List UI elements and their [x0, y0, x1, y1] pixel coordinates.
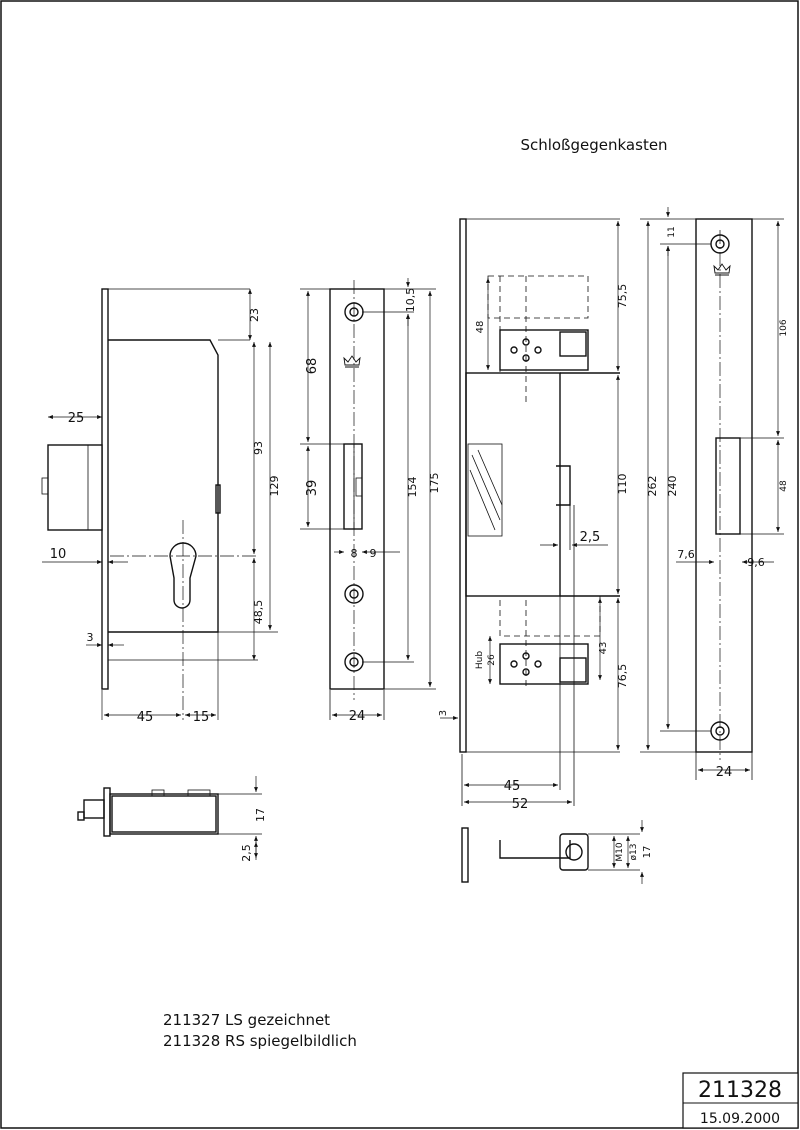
dim-15: 15: [193, 710, 210, 725]
strike-plate-view: 11 262 240 106 48 7,6 9,6 24: [640, 207, 789, 780]
strike-latch-opening: [715, 437, 741, 535]
dim-d13: ø13: [629, 844, 639, 861]
dim-8: 8: [351, 547, 358, 560]
dim-m10: M10: [615, 842, 625, 861]
dim-24-b: 24: [716, 765, 733, 780]
dim-240: 240: [666, 476, 679, 497]
dim-110: 110: [616, 474, 629, 495]
dim-262: 262: [646, 476, 659, 497]
strike-faceplate-side: [459, 218, 467, 753]
dim-3: 3: [87, 631, 94, 644]
dim-10: 10: [50, 547, 67, 562]
dim-68: 68: [305, 358, 320, 375]
faceplate-front-view: 68 39 10,5 154 175 8 9 24: [300, 278, 441, 724]
drawing-title: Schloßgegenkasten: [520, 136, 667, 154]
dim-3-b: 3: [438, 710, 449, 716]
crown-logo: [343, 355, 361, 368]
dim-23: 23: [248, 308, 261, 322]
strike-box-view: 75,5 48 110 2,5 43 Hub 26 76,5 3 45 52: [438, 218, 629, 812]
lock-case: [108, 339, 219, 633]
dim-48-b: 48: [779, 480, 789, 492]
strike-plate-outline: [695, 218, 753, 753]
bolt-opening: [343, 443, 363, 530]
note-line-1: 211327 LS gezeichnet: [163, 1011, 330, 1029]
lock-side-view: 25 10 3 45 15 23 93 129 48,5: [41, 288, 281, 725]
dim-25: 25: [68, 411, 85, 426]
lock-faceplate: [101, 288, 109, 690]
dim-106: 106: [779, 319, 789, 336]
dim-2-5-b: 2,5: [580, 530, 601, 545]
dim-17-b: 17: [642, 846, 653, 859]
dim-43: 43: [598, 642, 609, 655]
lock-bolt: [47, 444, 103, 531]
note-line-2: 211328 RS spiegelbildlich: [163, 1032, 357, 1050]
lock-bottom-view: 17 2,5: [77, 776, 267, 862]
dim-154: 154: [406, 477, 419, 498]
strike-box-body: [465, 372, 561, 597]
dim-75-5: 75,5: [616, 284, 629, 309]
dim-129: 129: [268, 476, 281, 497]
crown-logo-strike: [713, 263, 731, 276]
dim-2-5-a: 2,5: [240, 844, 253, 862]
dim-11: 11: [667, 226, 677, 237]
dim-10-5: 10,5: [404, 288, 417, 313]
dim-26: 26: [487, 654, 497, 666]
drawing-date: 15.09.2000: [700, 1111, 780, 1127]
dim-9: 9: [370, 547, 377, 560]
dim-93: 93: [252, 441, 265, 455]
dim-9-6: 9,6: [747, 556, 765, 569]
title-block: 211328 15.09.2000: [682, 1072, 799, 1129]
dim-76-5: 76,5: [616, 664, 629, 689]
dim-52: 52: [512, 797, 529, 812]
dim-48-a: 48: [475, 321, 486, 334]
dim-175: 175: [428, 473, 441, 494]
dim-24-a: 24: [349, 709, 366, 724]
dim-7-6: 7,6: [677, 548, 695, 561]
dim-17-a: 17: [254, 808, 267, 822]
drawing-number: 211328: [698, 1078, 782, 1103]
faceplate-outline: [329, 288, 385, 690]
label-hub: Hub: [475, 651, 485, 669]
dim-45-b: 45: [504, 779, 521, 794]
dim-48-5: 48,5: [252, 600, 265, 625]
dim-45-a: 45: [137, 710, 154, 725]
dim-39: 39: [305, 480, 320, 497]
strike-box-bottom-view: M10 ø13 17: [461, 820, 653, 884]
cylinder-cutout: [169, 542, 197, 609]
